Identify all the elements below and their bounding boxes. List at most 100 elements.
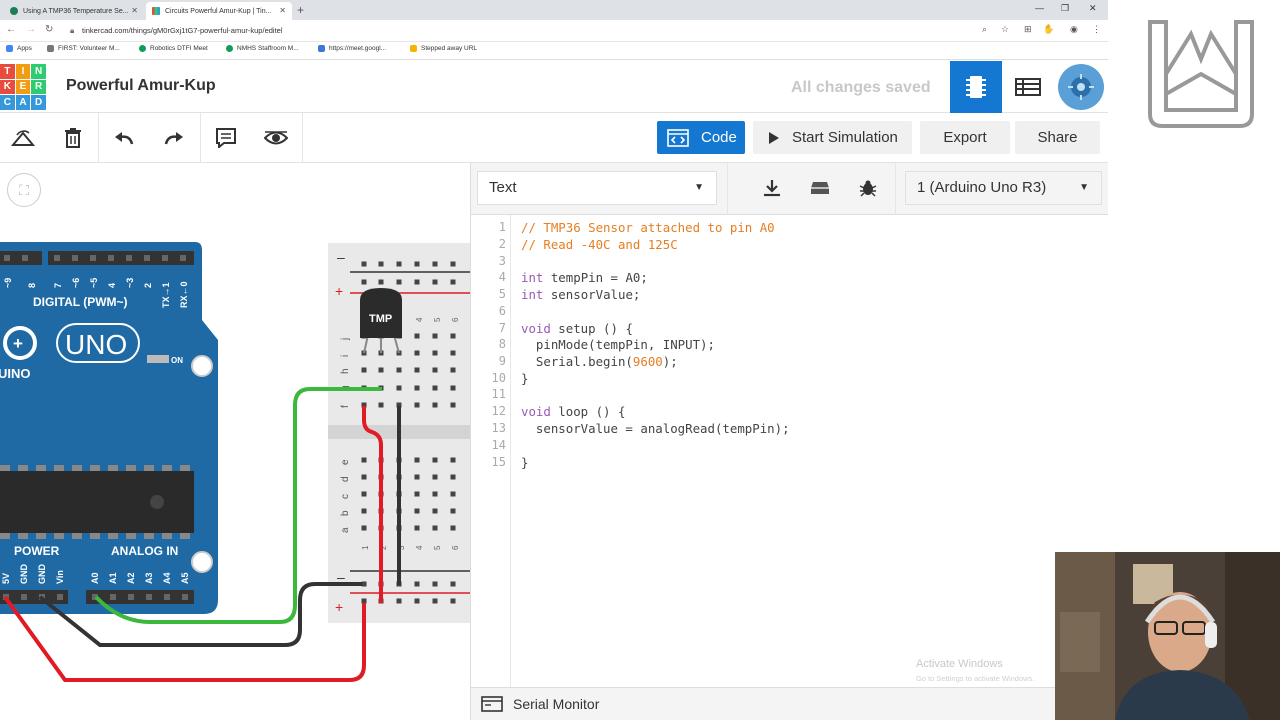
redo-button[interactable] bbox=[161, 126, 187, 150]
breadboard-hole[interactable] bbox=[432, 598, 438, 604]
browser-tab-2[interactable]: Circuits Powerful Amur-Kup | Tin... ✕ bbox=[146, 2, 292, 20]
breadboard-hole[interactable] bbox=[414, 508, 420, 514]
breadboard-hole[interactable] bbox=[432, 385, 438, 391]
bookmark-first[interactable]: FIRST: Volunteer M... bbox=[47, 45, 120, 52]
breadboard-hole[interactable] bbox=[396, 598, 402, 604]
rotate-button[interactable] bbox=[10, 126, 36, 150]
breadboard-hole[interactable] bbox=[450, 491, 456, 497]
breadboard-hole[interactable] bbox=[414, 333, 420, 339]
breadboard-hole[interactable] bbox=[432, 491, 438, 497]
component-list-button[interactable] bbox=[1002, 61, 1054, 113]
breadboard-hole[interactable] bbox=[450, 385, 456, 391]
breadboard-hole[interactable] bbox=[432, 279, 438, 285]
serial-monitor-bar[interactable]: Serial Monitor bbox=[471, 687, 1109, 720]
breadboard-hole[interactable] bbox=[432, 508, 438, 514]
breadboard-hole[interactable] bbox=[414, 261, 420, 267]
breadboard-hole[interactable] bbox=[361, 261, 367, 267]
breadboard-hole[interactable] bbox=[361, 508, 367, 514]
breadboard-hole[interactable] bbox=[432, 367, 438, 373]
breadboard-hole[interactable] bbox=[396, 385, 402, 391]
restore-icon[interactable]: ❐ bbox=[1061, 3, 1070, 13]
close-tab-icon[interactable]: ✕ bbox=[279, 6, 286, 15]
browser-tab-1[interactable]: Using A TMP36 Temperature Se... ✕ bbox=[4, 2, 144, 20]
export-button[interactable]: Export bbox=[920, 121, 1010, 154]
breadboard-hole[interactable] bbox=[414, 385, 420, 391]
zoom-to-fit-button[interactable]: ⛶ bbox=[7, 173, 41, 207]
notes-button[interactable] bbox=[213, 126, 239, 150]
breadboard-hole[interactable] bbox=[450, 350, 456, 356]
bookmark-meet[interactable]: https://meet.googl... bbox=[318, 45, 386, 52]
breadboard-hole[interactable] bbox=[414, 367, 420, 373]
sensor-power-wire-red[interactable] bbox=[362, 406, 383, 603]
breadboard-hole[interactable] bbox=[361, 525, 367, 531]
breadboard-hole[interactable] bbox=[396, 261, 402, 267]
bookmark-star-icon[interactable]: ☆ bbox=[1001, 24, 1010, 34]
breadboard-hole[interactable] bbox=[361, 598, 367, 604]
url-field[interactable]: 🔒︎ tinkercad.com/things/gM0rGxj1tG7-powe… bbox=[66, 23, 996, 39]
breadboard-hole[interactable] bbox=[432, 333, 438, 339]
breadboard-hole[interactable] bbox=[450, 402, 456, 408]
signal-wire-green[interactable] bbox=[94, 387, 382, 624]
close-window-icon[interactable]: ✕ bbox=[1089, 3, 1097, 13]
circuit-canvas[interactable]: ⛶ ~9 8 7 ~6 ~5 4 ~3 bbox=[0, 163, 470, 720]
breadboard-hole[interactable] bbox=[378, 402, 384, 408]
breadboard-hole[interactable] bbox=[414, 457, 420, 463]
breadboard-hole[interactable] bbox=[414, 581, 420, 587]
breadboard-hole[interactable] bbox=[414, 402, 420, 408]
extension2-icon[interactable]: ✋ bbox=[1043, 24, 1055, 34]
breadboard-hole[interactable] bbox=[432, 525, 438, 531]
breadboard-hole[interactable] bbox=[396, 367, 402, 373]
breadboard-hole[interactable] bbox=[361, 491, 367, 497]
breadboard-hole[interactable] bbox=[378, 261, 384, 267]
bookmark-stepped[interactable]: Stepped away URL bbox=[410, 45, 477, 52]
code-mode-select[interactable]: Text ▼ bbox=[477, 171, 717, 205]
breadboard-hole[interactable] bbox=[414, 598, 420, 604]
power-wire-red[interactable] bbox=[3, 595, 366, 682]
user-avatar[interactable] bbox=[1058, 64, 1104, 110]
breadboard-hole[interactable] bbox=[432, 261, 438, 267]
tinkercad-logo[interactable]: T I N K E R C A D bbox=[0, 64, 46, 110]
breadboard-hole[interactable] bbox=[414, 491, 420, 497]
new-tab-icon[interactable]: + bbox=[297, 3, 305, 17]
breadboard-hole[interactable] bbox=[414, 279, 420, 285]
extension-icon[interactable]: ⊞ bbox=[1024, 24, 1032, 34]
debugger-button[interactable] bbox=[853, 173, 883, 203]
forward-icon[interactable]: → bbox=[26, 24, 36, 35]
menu-kebab-icon[interactable]: ⋮ bbox=[1092, 24, 1101, 34]
code-button[interactable]: Code bbox=[657, 121, 745, 154]
breadboard-hole[interactable] bbox=[450, 598, 456, 604]
breadboard-hole[interactable] bbox=[414, 525, 420, 531]
breadboard-hole[interactable] bbox=[361, 474, 367, 480]
breadboard-hole[interactable] bbox=[450, 261, 456, 267]
share-button[interactable]: Share bbox=[1015, 121, 1100, 154]
ground-wire-black[interactable] bbox=[38, 582, 362, 647]
device-select[interactable]: 1 (Arduino Uno R3) ▼ bbox=[905, 171, 1102, 205]
close-tab-icon[interactable]: ✕ bbox=[131, 6, 138, 15]
breadboard-hole[interactable] bbox=[432, 581, 438, 587]
breadboard-hole[interactable] bbox=[432, 402, 438, 408]
profile-icon[interactable]: ◉ bbox=[1070, 24, 1078, 34]
breadboard-hole[interactable] bbox=[450, 367, 456, 373]
design-title[interactable]: Powerful Amur-Kup bbox=[66, 77, 216, 94]
download-code-button[interactable] bbox=[757, 173, 787, 203]
libraries-button[interactable] bbox=[805, 173, 835, 203]
breadboard-hole[interactable] bbox=[450, 279, 456, 285]
breadboard-hole[interactable] bbox=[396, 279, 402, 285]
breadboard-hole[interactable] bbox=[414, 474, 420, 480]
bookmark-apps[interactable]: Apps bbox=[6, 45, 32, 52]
breadboard-hole[interactable] bbox=[378, 279, 384, 285]
breadboard-hole[interactable] bbox=[432, 457, 438, 463]
tmp36-sensor[interactable]: TMP bbox=[360, 288, 402, 354]
breadboard-hole[interactable] bbox=[450, 457, 456, 463]
breadboard-hole[interactable] bbox=[361, 581, 367, 587]
visibility-button[interactable] bbox=[263, 126, 289, 150]
breadboard-hole[interactable] bbox=[450, 508, 456, 514]
delete-button[interactable] bbox=[60, 126, 86, 150]
breadboard-hole[interactable] bbox=[450, 525, 456, 531]
zoom-icon[interactable]: ⌕ bbox=[982, 24, 988, 34]
breadboard-hole[interactable] bbox=[361, 367, 367, 373]
minimize-icon[interactable]: — bbox=[1035, 3, 1044, 13]
breadboard-hole[interactable] bbox=[361, 457, 367, 463]
bookmark-nmhs[interactable]: NMHS Staffroom M... bbox=[226, 45, 299, 52]
bookmark-robotics[interactable]: Robotics DTFI Meet bbox=[139, 45, 208, 52]
